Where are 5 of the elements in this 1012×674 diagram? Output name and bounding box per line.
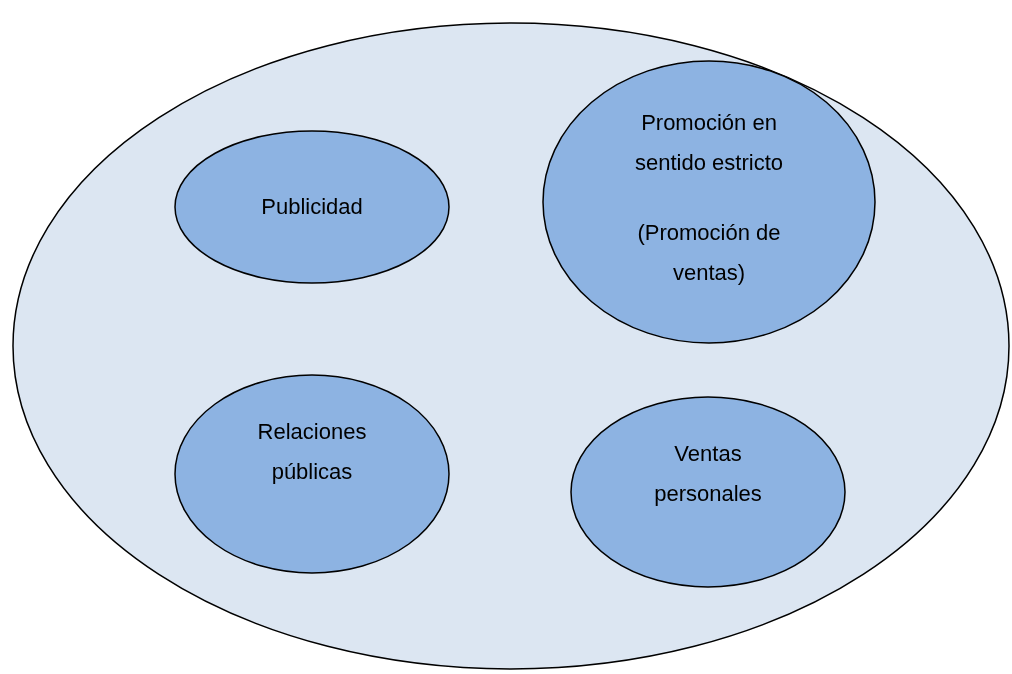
ellipse-label: Promoción en sentido estricto: [634, 109, 784, 177]
ellipse-label: Relaciones públicas: [256, 418, 368, 486]
ellipse-label: (Promoción de ventas): [636, 219, 782, 287]
ellipse-label: Ventas personales: [653, 440, 763, 508]
ellipse-label: Publicidad: [261, 193, 363, 221]
